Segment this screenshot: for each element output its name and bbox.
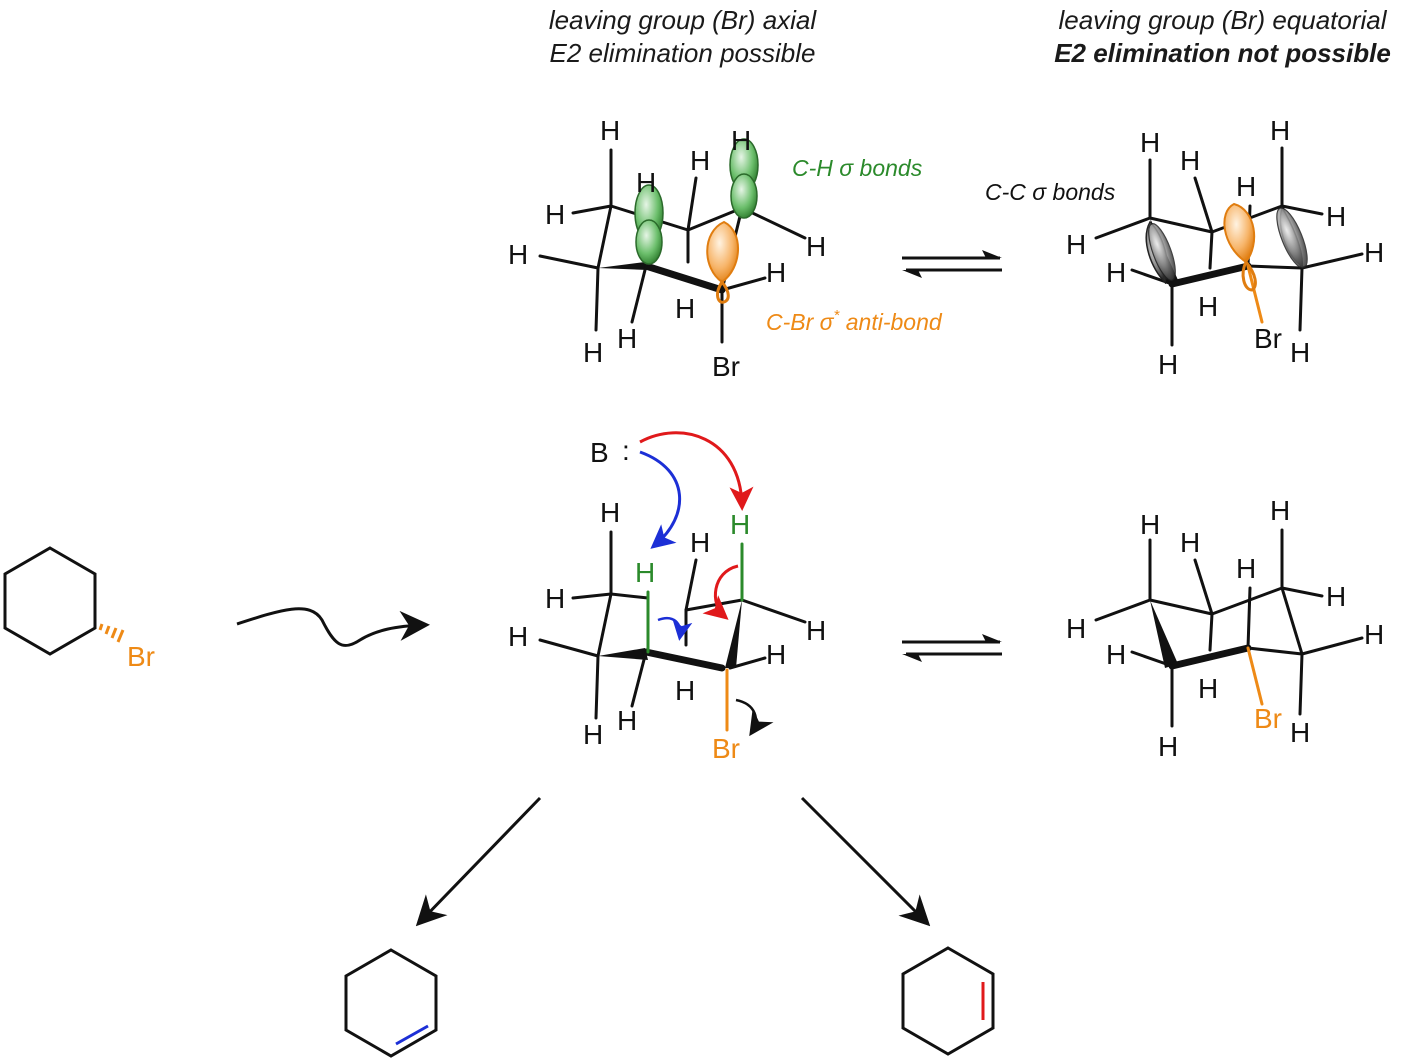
- equilibrium-arrows-middle: [902, 634, 1002, 662]
- bromocyclohexane: [3, 546, 125, 656]
- svg-text:H: H: [1290, 717, 1310, 748]
- label-cc-sigma-bonds: C-C σ bonds: [985, 179, 1116, 205]
- svg-text:H: H: [617, 705, 637, 736]
- squiggle-arrow: [236, 607, 430, 647]
- arrow-blue-ch-bond: [657, 617, 693, 641]
- svg-text:H: H: [1198, 291, 1218, 322]
- svg-text:H: H: [1326, 201, 1346, 232]
- br-mechanism: Br: [712, 733, 740, 764]
- svg-text:H: H: [1158, 349, 1178, 380]
- svg-text:H: H: [1364, 237, 1384, 268]
- svg-text:H: H: [675, 293, 695, 324]
- header-equatorial-line1: leaving group (Br) equatorial: [1058, 5, 1387, 35]
- svg-text:H: H: [690, 145, 710, 176]
- svg-text:H: H: [1198, 673, 1218, 704]
- cyclohexene-red: [901, 946, 995, 1056]
- svg-text:H: H: [508, 621, 528, 652]
- svg-text:H: H: [1326, 581, 1346, 612]
- h-green-right: H: [730, 509, 750, 540]
- svg-text:H: H: [1066, 613, 1086, 644]
- orbital-ch-sigma-left: [634, 184, 664, 265]
- chair1-atoms: H H H H H H H H H H H Br: [508, 115, 826, 382]
- label-ch-sigma-bonds: C-H σ bonds: [792, 155, 923, 181]
- header-equatorial: leaving group (Br) equatorial E2 elimina…: [1020, 4, 1425, 70]
- equilibrium-arrows-top: [902, 250, 1002, 278]
- h-green-left: H: [635, 557, 655, 588]
- chair-equatorial-orbitals: [1094, 146, 1364, 347]
- arrow-black-br-leaving: [735, 698, 774, 737]
- svg-text:H: H: [508, 239, 528, 270]
- svg-text:H: H: [675, 675, 695, 706]
- arrow-red-base-to-h: [639, 431, 754, 511]
- svg-text:H: H: [690, 527, 710, 558]
- svg-text:H: H: [636, 167, 656, 198]
- cyclohexene-blue: [344, 948, 438, 1058]
- svg-text:H: H: [1270, 115, 1290, 146]
- br-equatorial: Br: [1254, 703, 1282, 734]
- arrow-to-product-right: [800, 796, 931, 927]
- svg-text:Br: Br: [712, 351, 740, 382]
- svg-text:H: H: [1140, 509, 1160, 540]
- svg-text:H: H: [1290, 337, 1310, 368]
- svg-text:Br: Br: [1254, 323, 1282, 354]
- svg-text:H: H: [583, 719, 603, 750]
- orbital-cc-sigma-left: [1145, 220, 1176, 284]
- orbital-cbr-sigma-star-equatorial: [1223, 202, 1257, 292]
- base-lone-pair: :: [622, 435, 630, 466]
- arrow-blue-base-to-h: [639, 450, 682, 549]
- chair-equatorial: [1094, 528, 1364, 728]
- svg-text:H: H: [731, 125, 751, 156]
- bromine-label-start: Br: [127, 641, 155, 672]
- svg-text:H: H: [1180, 145, 1200, 176]
- svg-text:H: H: [1236, 171, 1256, 202]
- svg-text:H: H: [1106, 639, 1126, 670]
- base-label: B: [590, 437, 609, 468]
- svg-text:H: H: [766, 639, 786, 670]
- header-axial-line2: E2 elimination possible: [549, 38, 816, 68]
- svg-text:H: H: [1106, 257, 1126, 288]
- svg-text:H: H: [617, 323, 637, 354]
- chair2-atoms: H H H H H H H H H H H Br: [1066, 115, 1384, 380]
- svg-text:H: H: [600, 115, 620, 146]
- svg-text:H: H: [583, 337, 603, 368]
- svg-text:H: H: [1158, 731, 1178, 762]
- svg-text:H: H: [1364, 619, 1384, 650]
- arrow-red-ch-bond: [702, 564, 739, 620]
- svg-text:H: H: [766, 257, 786, 288]
- svg-text:H: H: [1066, 229, 1086, 260]
- svg-text:H: H: [1270, 495, 1290, 526]
- orbital-ch-sigma-right: [729, 138, 759, 219]
- svg-text:H: H: [545, 583, 565, 614]
- svg-text:H: H: [1140, 127, 1160, 158]
- chair3-atoms: H H H H H H H H H H H Br B :: [508, 435, 826, 764]
- svg-text:H: H: [545, 199, 565, 230]
- chair-mechanism: [538, 530, 807, 732]
- header-axial: leaving group (Br) axial E2 elimination …: [500, 4, 865, 70]
- orbital-cc-sigma-right: [1276, 206, 1308, 269]
- label-cbr-antibond: C-Br σ* anti-bond: [766, 307, 943, 335]
- orbital-cbr-sigma-star: [706, 220, 739, 304]
- header-axial-line1: leaving group (Br) axial: [548, 5, 817, 35]
- svg-text:H: H: [806, 615, 826, 646]
- svg-text:H: H: [1236, 553, 1256, 584]
- arrow-to-product-left: [415, 796, 542, 927]
- chair4-atoms: H H H H H H H H H H H Br: [1066, 495, 1384, 762]
- svg-text:H: H: [600, 497, 620, 528]
- svg-text:H: H: [1180, 527, 1200, 558]
- svg-text:H: H: [806, 231, 826, 262]
- header-equatorial-line2: E2 elimination not possible: [1054, 38, 1391, 68]
